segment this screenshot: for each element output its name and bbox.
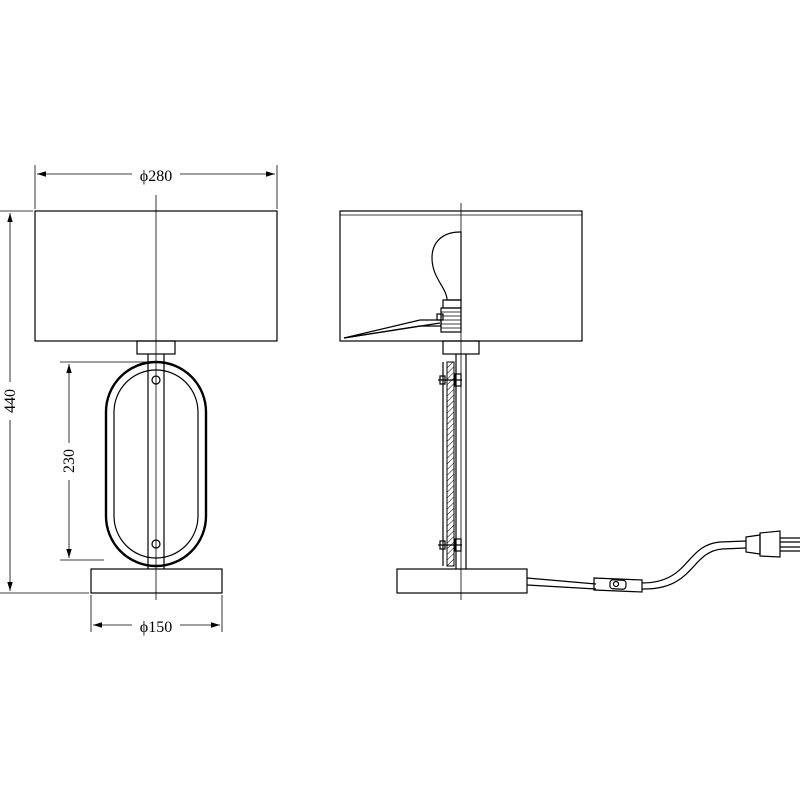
side-view [339, 203, 800, 600]
side-upper-screw [438, 373, 462, 387]
side-socket-collar [442, 340, 480, 355]
inline-switch [593, 577, 643, 593]
side-frame-edge [446, 361, 455, 567]
frame-height-label: 230 [61, 449, 78, 473]
total-height-dimension: 440 [0, 210, 89, 594]
front-oval-frame-outer [104, 360, 208, 568]
front-socket-collar [136, 340, 176, 355]
shade-diameter-label: ϕ280 [140, 168, 172, 185]
front-view: ϕ280 440 230 ϕ150 [0, 165, 278, 636]
front-upper-screw [151, 375, 161, 385]
frame-height-dimension: 230 [60, 361, 150, 561]
total-height-label: 440 [2, 389, 19, 413]
side-lower-screw [438, 538, 462, 552]
shade-diameter-dimension: ϕ280 [34, 165, 278, 209]
base-diameter-label: ϕ150 [140, 619, 172, 636]
front-lower-screw [151, 539, 161, 549]
socket [436, 299, 462, 333]
plug [745, 530, 800, 558]
front-base [90, 568, 223, 594]
power-cord [526, 577, 597, 585]
side-base [396, 568, 528, 594]
front-oval-frame-inner [113, 369, 199, 559]
bulb [431, 231, 462, 301]
base-diameter-dimension: ϕ150 [90, 595, 223, 636]
